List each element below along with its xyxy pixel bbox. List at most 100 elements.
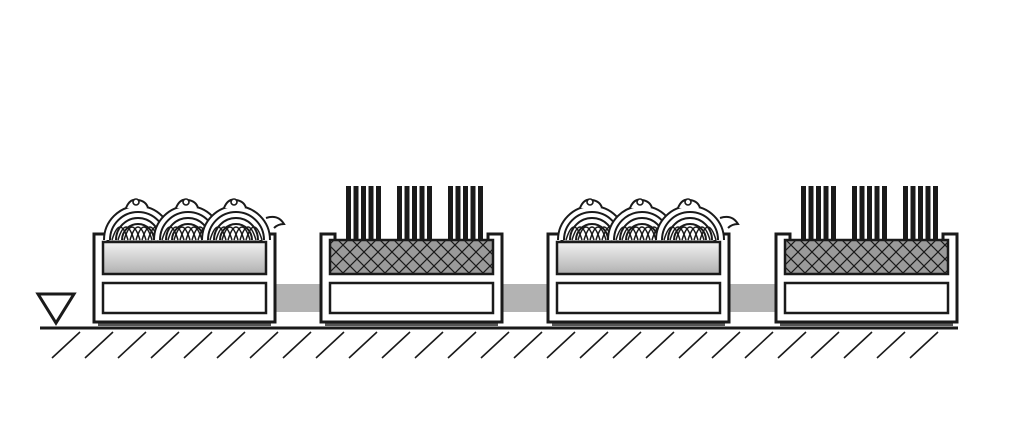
brush-bristle [823, 186, 829, 242]
hatch-line [711, 331, 741, 359]
loop-textile-insert [557, 198, 740, 241]
loop-fiber [117, 226, 135, 241]
brush-bristle [831, 186, 836, 242]
hatch-line [810, 331, 840, 359]
loop-fiber [135, 226, 153, 241]
brush-tuft [801, 186, 836, 242]
loop-textile-insert [103, 198, 286, 241]
hatch-line [282, 331, 312, 359]
textile-loop [655, 198, 740, 241]
loop-fiber [221, 226, 239, 241]
hatch-line [579, 331, 609, 359]
loop-fiber [227, 226, 245, 241]
loop-fiber [565, 226, 583, 241]
hatch-line [348, 331, 378, 359]
loop-fiber [621, 226, 639, 241]
hatch-line [480, 331, 510, 359]
loop-fiber [681, 226, 699, 241]
loop-fiber [167, 226, 185, 241]
hatch-line [150, 331, 180, 359]
hatch-line [249, 331, 279, 359]
loop-fiber [571, 226, 589, 241]
hatch-line [843, 331, 873, 359]
brush-bristle [874, 186, 880, 242]
brush-bristle [427, 186, 432, 242]
brush-strip-insert [346, 186, 483, 242]
mat-module-brush-strips-on-grid [774, 186, 959, 326]
loop-knot-dot [636, 198, 644, 206]
brush-bristle [859, 186, 865, 242]
loop-fiber [173, 226, 191, 241]
brush-bristle [397, 186, 402, 242]
hatch-line [447, 331, 477, 359]
loop-fiber [179, 226, 197, 241]
hatch-line [546, 331, 576, 359]
loop-arc [673, 223, 707, 241]
loop-fiber [627, 226, 645, 241]
brush-bristle [903, 186, 908, 242]
mat-modules [92, 186, 959, 326]
textile-insert-base [101, 240, 268, 276]
hatch-line [513, 331, 543, 359]
brush-bristle [448, 186, 453, 242]
connector-bar [500, 284, 550, 312]
hatch-line [315, 331, 345, 359]
loop-arc [207, 211, 265, 241]
brush-bristle [404, 186, 410, 242]
brush-bristle [801, 186, 806, 242]
connector-bar [727, 284, 778, 312]
hatch-line [612, 331, 642, 359]
loop-fiber [239, 226, 257, 241]
connector-bar [273, 284, 323, 312]
loop-fiber [245, 226, 263, 241]
hatch-line [645, 331, 675, 359]
hatch-line [909, 331, 939, 359]
hatch-line [414, 331, 444, 359]
level-marker-icon [35, 292, 77, 326]
loop-fiber [699, 226, 717, 241]
brush-bristle [463, 186, 468, 242]
brush-bristle [925, 186, 931, 242]
brush-strip-insert [801, 186, 938, 242]
grid-insert [328, 238, 495, 276]
loop-fiber [615, 226, 633, 241]
loop-fiber [675, 226, 693, 241]
mat-module-loop-textile [92, 198, 286, 326]
loop-fiber [639, 226, 657, 241]
brush-tuft [852, 186, 887, 242]
brush-bristle [910, 186, 916, 242]
module-lower-profile [101, 281, 268, 315]
hatch-line [777, 331, 807, 359]
hatch-line [876, 331, 906, 359]
hatch-line [84, 331, 114, 359]
brush-bristle [478, 186, 483, 242]
loop-fiber [577, 226, 595, 241]
hatch-line [678, 331, 708, 359]
brush-bristle [852, 186, 857, 242]
loop-knot-dot [230, 198, 238, 206]
loop-arc [661, 211, 719, 241]
grid-insert [783, 238, 950, 276]
hatch-line [381, 331, 411, 359]
brush-bristle [412, 186, 417, 242]
brush-bristle [376, 186, 381, 242]
brush-bristle [867, 186, 872, 242]
brush-bristle [346, 186, 351, 242]
brush-bristle [361, 186, 366, 242]
loop-fiber [669, 226, 687, 241]
module-lower-profile [783, 281, 950, 315]
mat-module-loop-textile [546, 198, 740, 326]
loop-fiber [589, 226, 607, 241]
module-lower-profile [555, 281, 722, 315]
loop-fiber [161, 226, 179, 241]
loop-fiber [185, 226, 203, 241]
loop-fiber [693, 226, 711, 241]
loop-fiber [233, 226, 251, 241]
hatch-line [117, 331, 147, 359]
loop-curl [265, 215, 286, 229]
brush-tuft [903, 186, 938, 242]
loop-fiber [633, 226, 651, 241]
loop-knot-dot [132, 198, 140, 206]
hatch-line [744, 331, 774, 359]
